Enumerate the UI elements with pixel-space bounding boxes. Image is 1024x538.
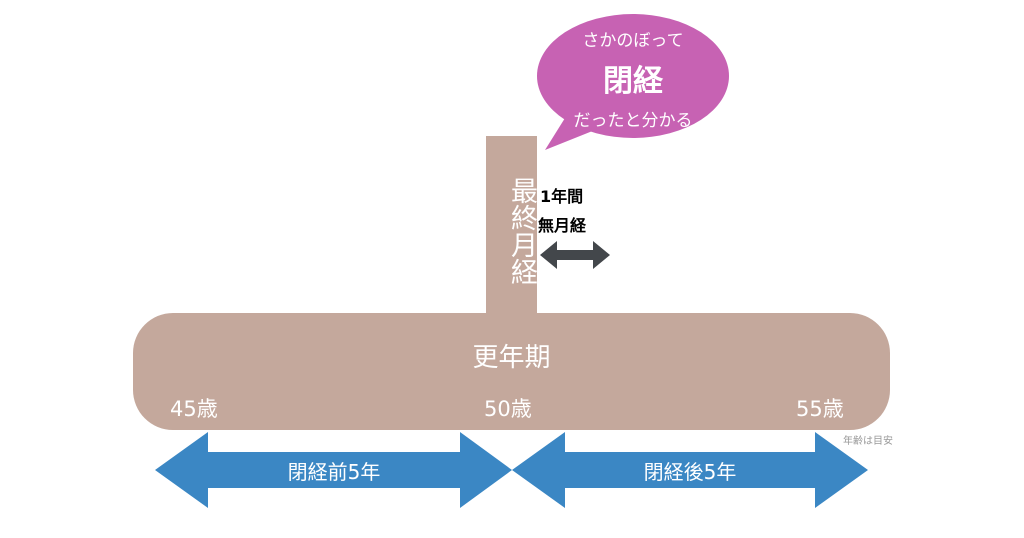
- one-year-double-arrow: [540, 241, 610, 269]
- gap-line2: 無月経: [538, 216, 587, 235]
- bar-label: 更年期: [472, 343, 551, 373]
- age-45: 45歳: [170, 397, 218, 421]
- before-label: 閉経前5年: [287, 460, 381, 484]
- gap-line1: 1年間: [540, 187, 584, 206]
- bubble-line2: 閉経: [603, 64, 663, 99]
- last-period-pillar: [486, 136, 537, 316]
- pillar-label: 最終月経: [506, 177, 537, 285]
- age-50: 50歳: [484, 397, 532, 421]
- bubble-line3: だったと分かる: [573, 111, 693, 131]
- after-5-years-arrow: [512, 432, 868, 508]
- menopause-period-bar: [133, 313, 890, 430]
- after-label: 閉経後5年: [643, 460, 737, 484]
- speech-bubble: [537, 14, 729, 150]
- age-note: 年齢は目安: [843, 436, 893, 447]
- bubble-line1: さかのぼって: [582, 31, 684, 51]
- age-55: 55歳: [796, 397, 844, 421]
- before-5-years-arrow: [155, 432, 512, 508]
